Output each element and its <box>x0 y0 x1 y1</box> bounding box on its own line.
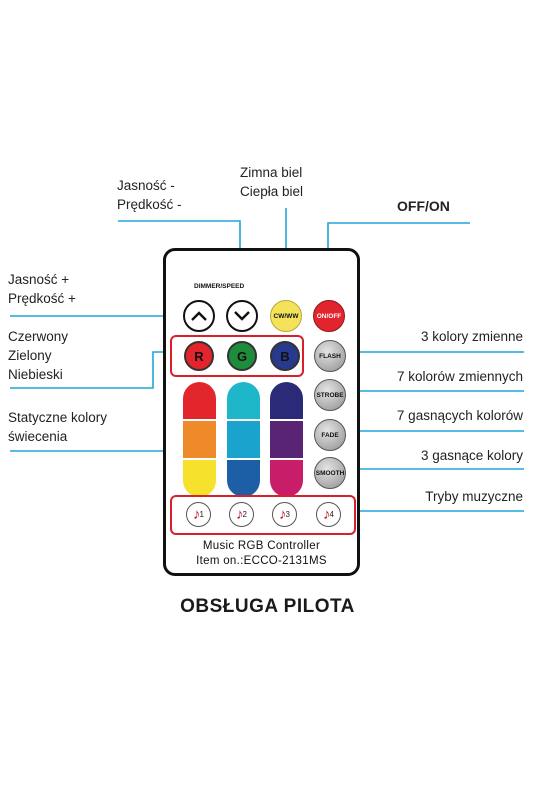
color-button-pink[interactable] <box>270 460 303 497</box>
color-button-navy[interactable] <box>270 382 303 421</box>
label-flash: 3 kolory zmienne <box>420 329 523 344</box>
music-mode-1-button[interactable]: ♪1 <box>186 502 211 527</box>
page-title: OBSŁUGA PILOTA <box>180 596 355 617</box>
music-note-icon: ♪ <box>279 506 287 523</box>
color-column-1 <box>183 382 216 497</box>
music-mode-2-button[interactable]: ♪2 <box>229 502 254 527</box>
music-mode-4-button[interactable]: ♪4 <box>316 502 341 527</box>
cw-ww-button[interactable]: CW/WW <box>270 300 302 332</box>
color-column-3 <box>270 382 303 497</box>
color-button-dark-blue[interactable] <box>227 460 260 497</box>
label-fade: 7 gasnących kolorów <box>396 408 523 423</box>
music-mode-number: 4 <box>329 510 334 519</box>
blue-button[interactable]: B <box>270 341 300 371</box>
color-button-purple[interactable] <box>270 421 303 460</box>
red-button[interactable]: R <box>184 341 214 371</box>
remote-control: DIMMER/SPEED CW/WW ON/OFF R G B FLASH ST… <box>163 248 360 576</box>
label-off-on: OFF/ON <box>397 198 450 214</box>
strobe-button[interactable]: STROBE <box>314 379 346 411</box>
music-mode-3-button[interactable]: ♪3 <box>272 502 297 527</box>
dimmer-down-button[interactable] <box>226 300 258 332</box>
flash-button[interactable]: FLASH <box>314 340 346 372</box>
chevron-down-icon <box>234 311 250 321</box>
color-column-2 <box>227 382 260 497</box>
color-button-orange[interactable] <box>183 421 216 460</box>
music-mode-number: 1 <box>199 510 204 519</box>
music-mode-number: 3 <box>285 510 290 519</box>
music-note-icon: ♪ <box>323 506 331 523</box>
label-cw-ww: Zimna biel Ciepła biel <box>240 165 304 199</box>
music-note-icon: ♪ <box>193 506 201 523</box>
dimmer-speed-label: DIMMER/SPEED <box>194 283 245 290</box>
color-button-cyan[interactable] <box>227 382 260 421</box>
green-button[interactable]: G <box>227 341 257 371</box>
label-strobe: 7 kolorów zmiennych <box>396 369 523 384</box>
label-dimmer-minus: Jasność - Prędkość - <box>117 178 182 212</box>
chevron-up-icon <box>191 311 207 321</box>
color-button-red[interactable] <box>183 382 216 421</box>
rgb-frame <box>170 335 304 377</box>
music-frame <box>170 495 356 535</box>
model-line-2: Item on.:ECCO-2131MS <box>196 555 327 567</box>
label-dimmer-plus: Jasność + Prędkość + <box>8 272 76 306</box>
label-static: Statyczne kolory świecenia <box>8 410 108 444</box>
smooth-button[interactable]: SMOOTH <box>314 457 346 489</box>
on-off-button[interactable]: ON/OFF <box>313 300 345 332</box>
color-button-light-blue[interactable] <box>227 421 260 460</box>
music-note-icon: ♪ <box>236 506 244 523</box>
music-mode-number: 2 <box>242 510 247 519</box>
label-smooth: 3 gasnące kolory <box>420 448 523 463</box>
label-music: Tryby muzyczne <box>425 489 523 504</box>
label-rgb: Czerwony Zielony Niebieski <box>8 329 69 382</box>
color-button-yellow[interactable] <box>183 460 216 497</box>
dimmer-up-button[interactable] <box>183 300 215 332</box>
fade-button[interactable]: FADE <box>314 419 346 451</box>
model-line-1: Music RGB Controller <box>202 540 321 552</box>
